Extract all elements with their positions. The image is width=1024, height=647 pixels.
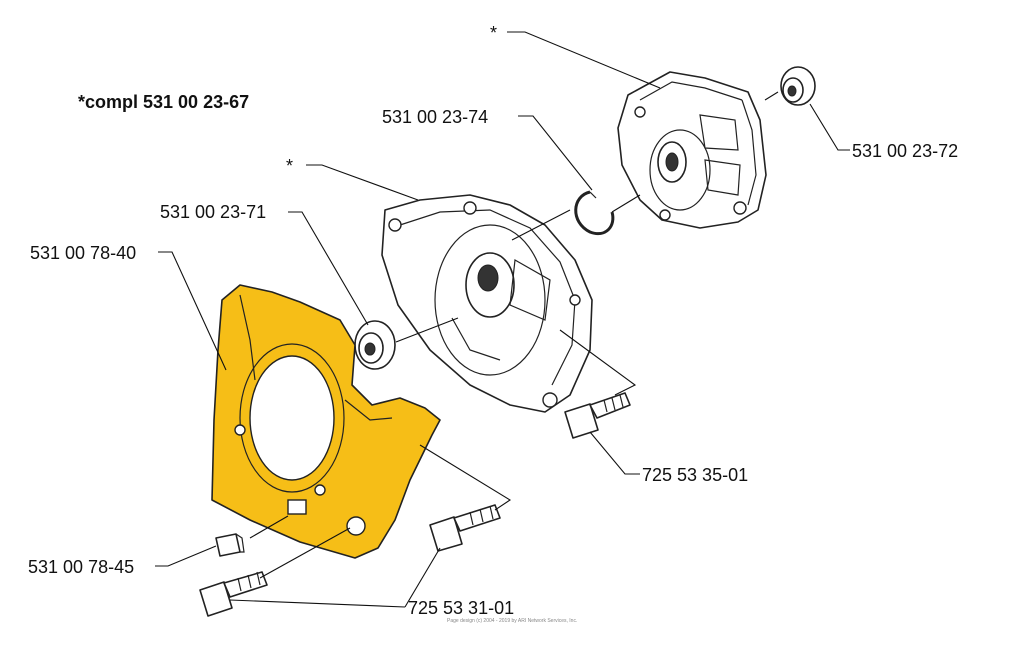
assembly-title: *compl 531 00 23-67 <box>78 92 249 112</box>
callout-531-00-78-40: 531 00 78-40 <box>30 243 136 263</box>
seal-ring-23-72[interactable] <box>780 66 816 106</box>
callout-531-00-23-71: 531 00 23-71 <box>160 202 266 222</box>
leader-lines <box>155 31 850 608</box>
cover-78-40-highlighted[interactable] <box>211 284 441 559</box>
crankcase-rear-half[interactable] <box>617 71 767 229</box>
callout-531-00-23-72: 531 00 23-72 <box>852 141 958 161</box>
copyright-notice: Page design (c) 2004 - 2019 by ARI Netwo… <box>447 618 577 624</box>
screw-35-01[interactable] <box>564 392 631 439</box>
callout-531-00-23-74: 531 00 23-74 <box>382 107 488 127</box>
callout-725-53-31-01: 725 53 31-01 <box>408 598 514 618</box>
callout-725-53-35-01: 725 53 35-01 <box>642 465 748 485</box>
bearing-23-71[interactable] <box>354 320 396 370</box>
screw-31-01-lower[interactable] <box>199 571 268 617</box>
callout-star-top: * <box>490 23 497 43</box>
crankcase-front-half[interactable] <box>381 194 593 413</box>
plug-78-45[interactable] <box>215 533 245 557</box>
assembly-lines <box>249 91 779 579</box>
callout-531-00-78-45: 531 00 78-45 <box>28 557 134 577</box>
callout-star-mid: * <box>286 156 293 176</box>
circlip-23-74[interactable] <box>574 190 615 235</box>
screw-31-01-upper[interactable] <box>429 504 501 552</box>
